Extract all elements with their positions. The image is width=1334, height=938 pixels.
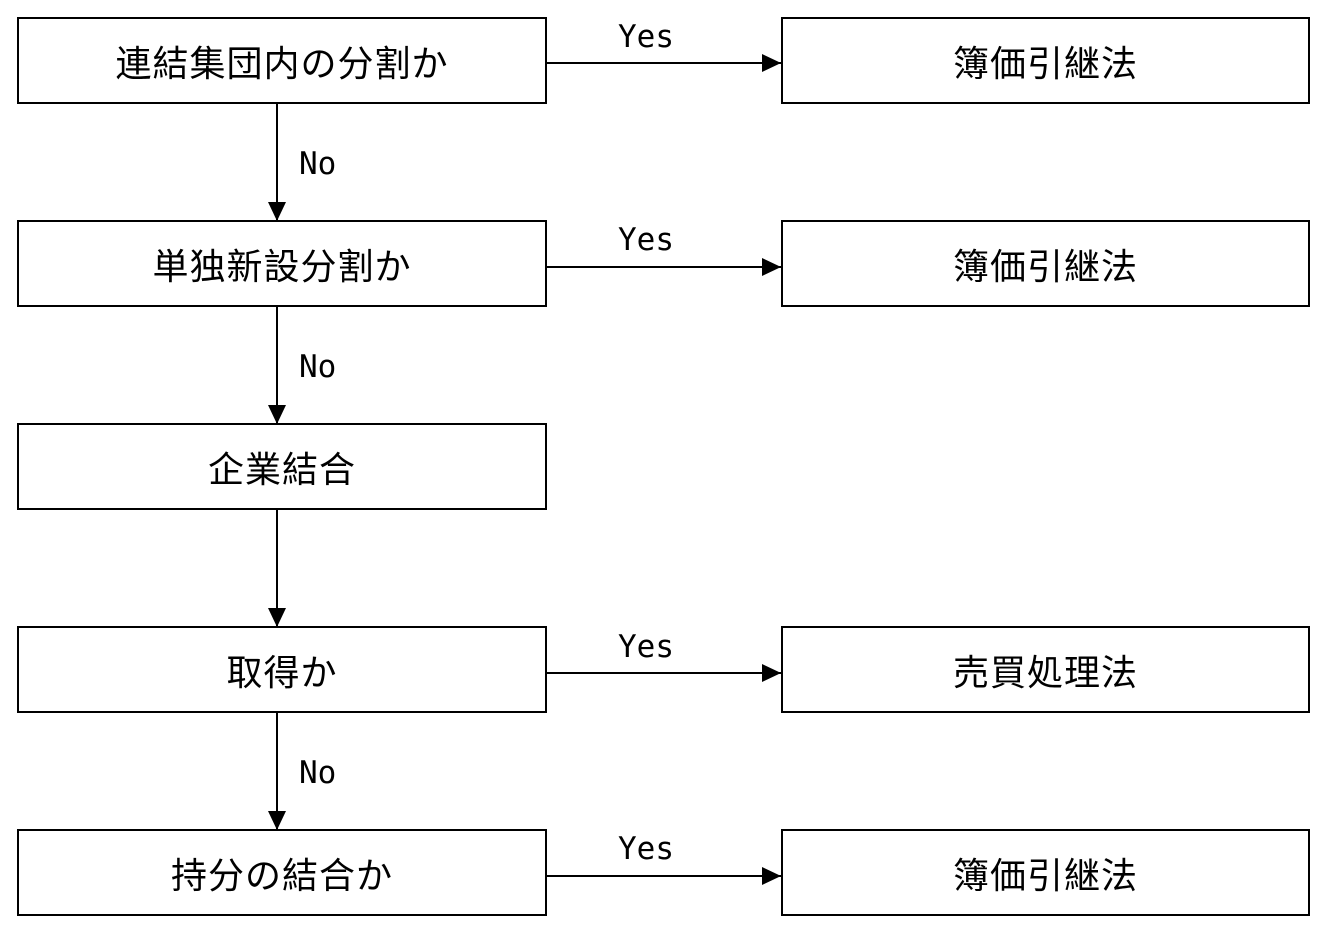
result-text-4: 売買処理法	[952, 652, 1138, 694]
result-box-5: 簿価引継法	[781, 829, 1310, 916]
yes-label-2: Yes	[618, 222, 674, 258]
decision-text-pooling: 持分の結合か	[170, 855, 393, 897]
process-text-business-combination: 企業結合	[207, 449, 356, 491]
decision-box-single-new-split: 単独新設分割か	[17, 220, 547, 307]
yes-label-4: Yes	[618, 629, 674, 665]
no-label-4: No	[299, 755, 337, 791]
result-text-2: 簿価引継法	[952, 246, 1138, 288]
decision-text-consolidated-split: 連結集団内の分割か	[115, 43, 449, 85]
process-box-business-combination: 企業結合	[17, 423, 547, 510]
yes-label-5: Yes	[618, 831, 674, 867]
decision-text-single-new-split: 単独新設分割か	[152, 246, 412, 288]
no-label-2: No	[299, 349, 337, 385]
decision-text-acquisition: 取得か	[226, 652, 338, 694]
decision-box-acquisition: 取得か	[17, 626, 547, 713]
result-text-5: 簿価引継法	[952, 855, 1138, 897]
yes-label-1: Yes	[618, 19, 674, 55]
no-label-1: No	[299, 146, 337, 182]
result-text-1: 簿価引継法	[952, 43, 1138, 85]
result-box-2: 簿価引継法	[781, 220, 1310, 307]
result-box-1: 簿価引継法	[781, 17, 1310, 104]
decision-box-consolidated-split: 連結集団内の分割か	[17, 17, 547, 104]
decision-box-pooling: 持分の結合か	[17, 829, 547, 916]
result-box-4: 売買処理法	[781, 626, 1310, 713]
